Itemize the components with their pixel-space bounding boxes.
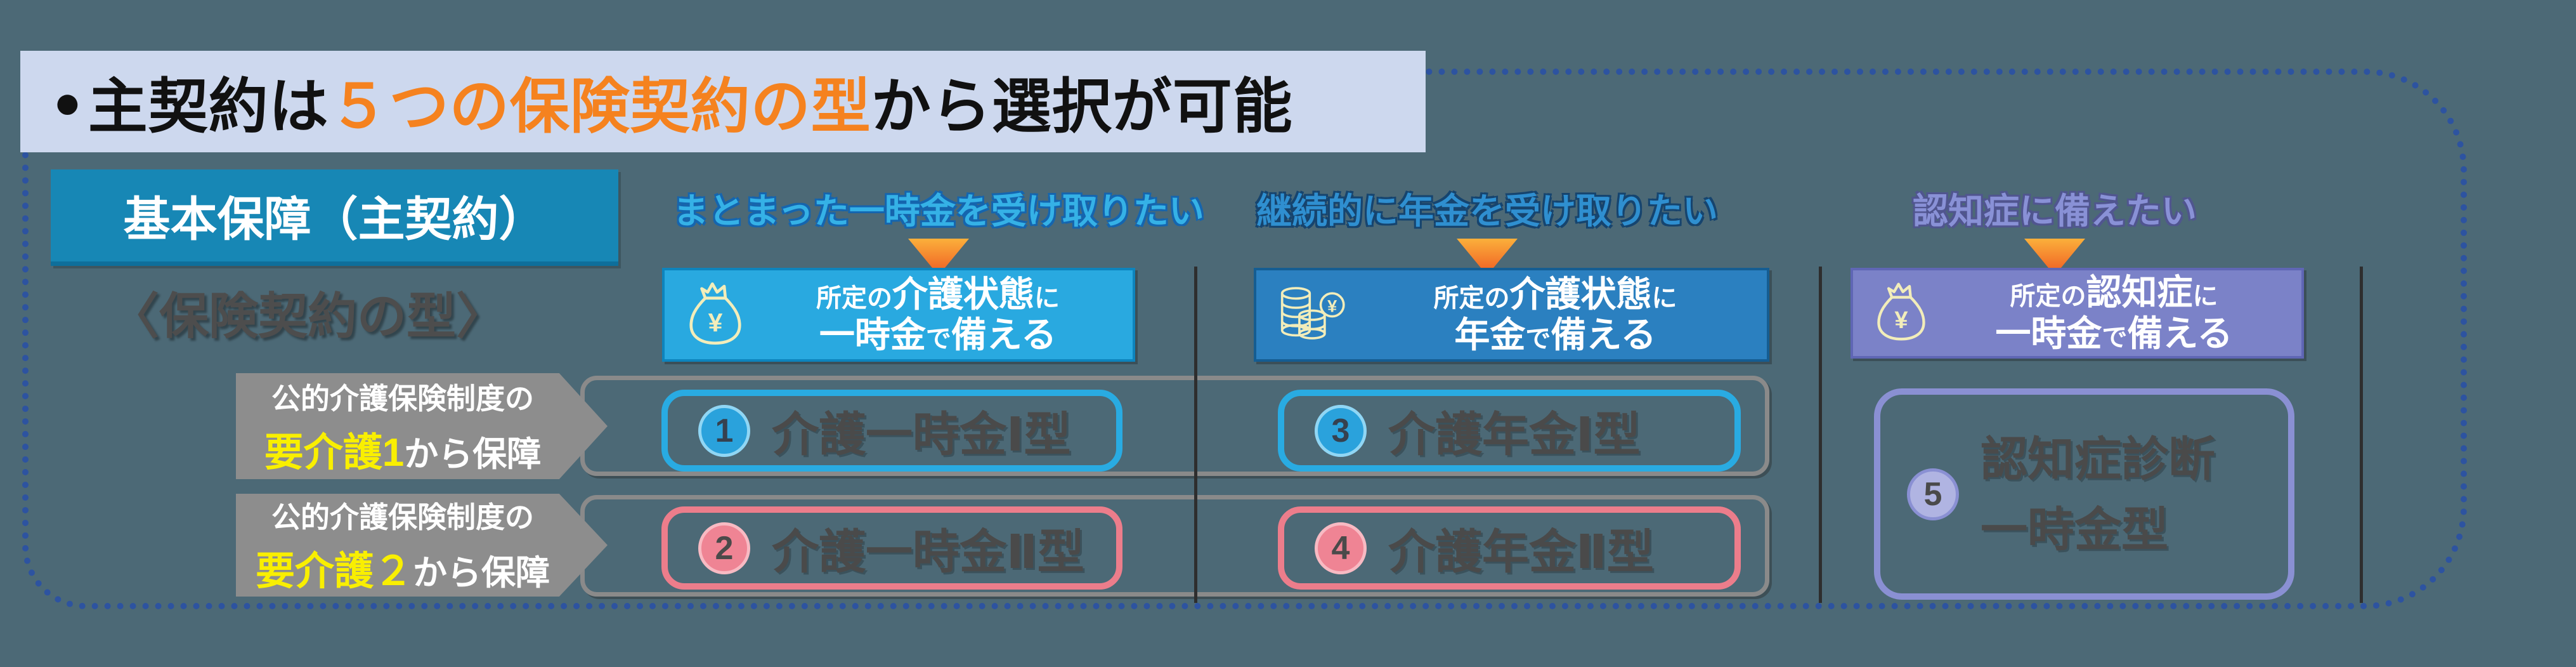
eligibility-arrow-care-level-2: 公的介護保険制度の 要介護２から保障	[236, 494, 608, 597]
eligibility-arrow-care-level-1: 公的介護保険制度の 要介護1から保障	[236, 373, 608, 479]
column-divider	[1194, 267, 1197, 603]
svg-text:¥: ¥	[708, 308, 723, 337]
benefit-amount: 一時金	[1995, 313, 2102, 353]
circled-number-icon: 3	[1315, 404, 1367, 457]
base-plan-header: 基本保障（主契約）	[51, 169, 618, 266]
eligibility-line1: 公的介護保険制度の	[271, 501, 534, 534]
need-header-pension: 継続的に年金を受け取りたい	[1256, 191, 1718, 231]
money-bag-icon: ¥	[682, 278, 748, 352]
benefit-particle: で	[925, 325, 951, 353]
benefit-post: に	[1034, 284, 1060, 312]
circled-number-icon: 5	[1907, 468, 1959, 520]
plan-option-label: 認知症診断 一時金型	[1981, 424, 2215, 565]
title-part-black1: 主契約は	[88, 73, 329, 140]
benefit-particle: で	[1525, 325, 1551, 353]
column-divider	[2360, 267, 2363, 603]
coin-stack-icon: ¥	[1274, 282, 1349, 348]
benefit-post: に	[2192, 282, 2218, 311]
eligibility-rest: から保障	[413, 554, 550, 592]
benefit-amount: 一時金	[819, 315, 926, 355]
benefit-amount: 年金	[1454, 315, 1526, 355]
benefit-box-dementia-lump-sum: ¥ 所定の認知症に 一時金で備える	[1851, 268, 2304, 359]
plan-option-label: 介護一時金Ⅱ型	[772, 525, 1084, 578]
benefit-pre: 所定の	[1433, 284, 1510, 312]
plan-option-label-line1: 認知症診断	[1981, 432, 2215, 485]
need-header-dementia: 認知症に備えたい	[1913, 191, 2197, 231]
benefit-text: 所定の認知症に 一時金で備える	[1938, 272, 2290, 354]
benefit-post: に	[1651, 284, 1677, 312]
plan-option-dementia-lump-sum: 5 認知症診断 一時金型	[1874, 388, 2294, 600]
title-part-black2: から選択が可能	[871, 73, 1293, 140]
benefit-pre: 所定の	[2010, 282, 2086, 311]
benefit-box-care-lump-sum: ¥ 所定の介護状態に 一時金で備える	[662, 268, 1135, 362]
benefit-target: 認知症	[2086, 272, 2193, 313]
plan-option-care-lump-sum-type2: 2 介護一時金Ⅱ型	[661, 506, 1122, 590]
benefit-verb: 備える	[2127, 313, 2233, 353]
page-title: 主契約は５つの保険契約の型から選択が可能	[88, 58, 1293, 145]
circled-number-icon: 1	[698, 404, 750, 457]
plan-option-care-pension-type1: 3 介護年金Ⅰ型	[1278, 390, 1741, 472]
circled-number-icon: 4	[1315, 522, 1367, 574]
eligibility-line2: 要介護1から保障	[264, 420, 541, 477]
bullet-icon: ●	[53, 75, 82, 128]
plan-option-care-pension-type2: 4 介護年金Ⅱ型	[1278, 506, 1741, 590]
plan-option-care-lump-sum-type1: 1 介護一時金Ⅰ型	[661, 390, 1122, 472]
care-level-highlight: 要介護1	[264, 430, 405, 475]
benefit-box-care-pension: ¥ 所定の介護状態に 年金で備える	[1254, 268, 1769, 362]
money-bag-icon: ¥	[1871, 279, 1932, 348]
eligibility-line1: 公的介護保険制度の	[271, 381, 534, 415]
need-header-lump-sum: まとまった一時金を受け取りたい	[673, 191, 1204, 231]
circled-number-icon: 2	[698, 522, 750, 574]
benefit-target: 介護状態	[1509, 274, 1652, 314]
title-part-orange: ５つの保険契約の型	[329, 73, 871, 140]
svg-text:¥: ¥	[1327, 296, 1337, 315]
plan-option-label: 介護年金Ⅰ型	[1388, 408, 1641, 461]
benefit-pre: 所定の	[816, 284, 892, 312]
column-divider	[1819, 267, 1822, 603]
benefit-verb: 備える	[1551, 315, 1656, 355]
eligibility-rest: から保障	[404, 435, 542, 473]
svg-text:¥: ¥	[1894, 307, 1908, 334]
benefit-text: 所定の介護状態に 年金で備える	[1355, 274, 1755, 356]
benefit-particle: で	[2102, 323, 2128, 352]
plan-option-label-line2: 一時金型	[1981, 503, 2168, 556]
benefit-text: 所定の介護状態に 一時金で備える	[755, 274, 1121, 356]
benefit-verb: 備える	[951, 315, 1057, 355]
contract-type-label: 〈保険契約の型〉	[109, 288, 505, 344]
plan-option-label: 介護年金Ⅱ型	[1388, 525, 1654, 578]
eligibility-line2: 要介護２から保障	[256, 539, 550, 596]
care-level-highlight: 要介護２	[255, 550, 413, 593]
plan-option-label: 介護一時金Ⅰ型	[772, 408, 1071, 461]
benefit-target: 介護状態	[892, 274, 1034, 314]
title-bar: ● 主契約は５つの保険契約の型から選択が可能	[20, 51, 1426, 152]
